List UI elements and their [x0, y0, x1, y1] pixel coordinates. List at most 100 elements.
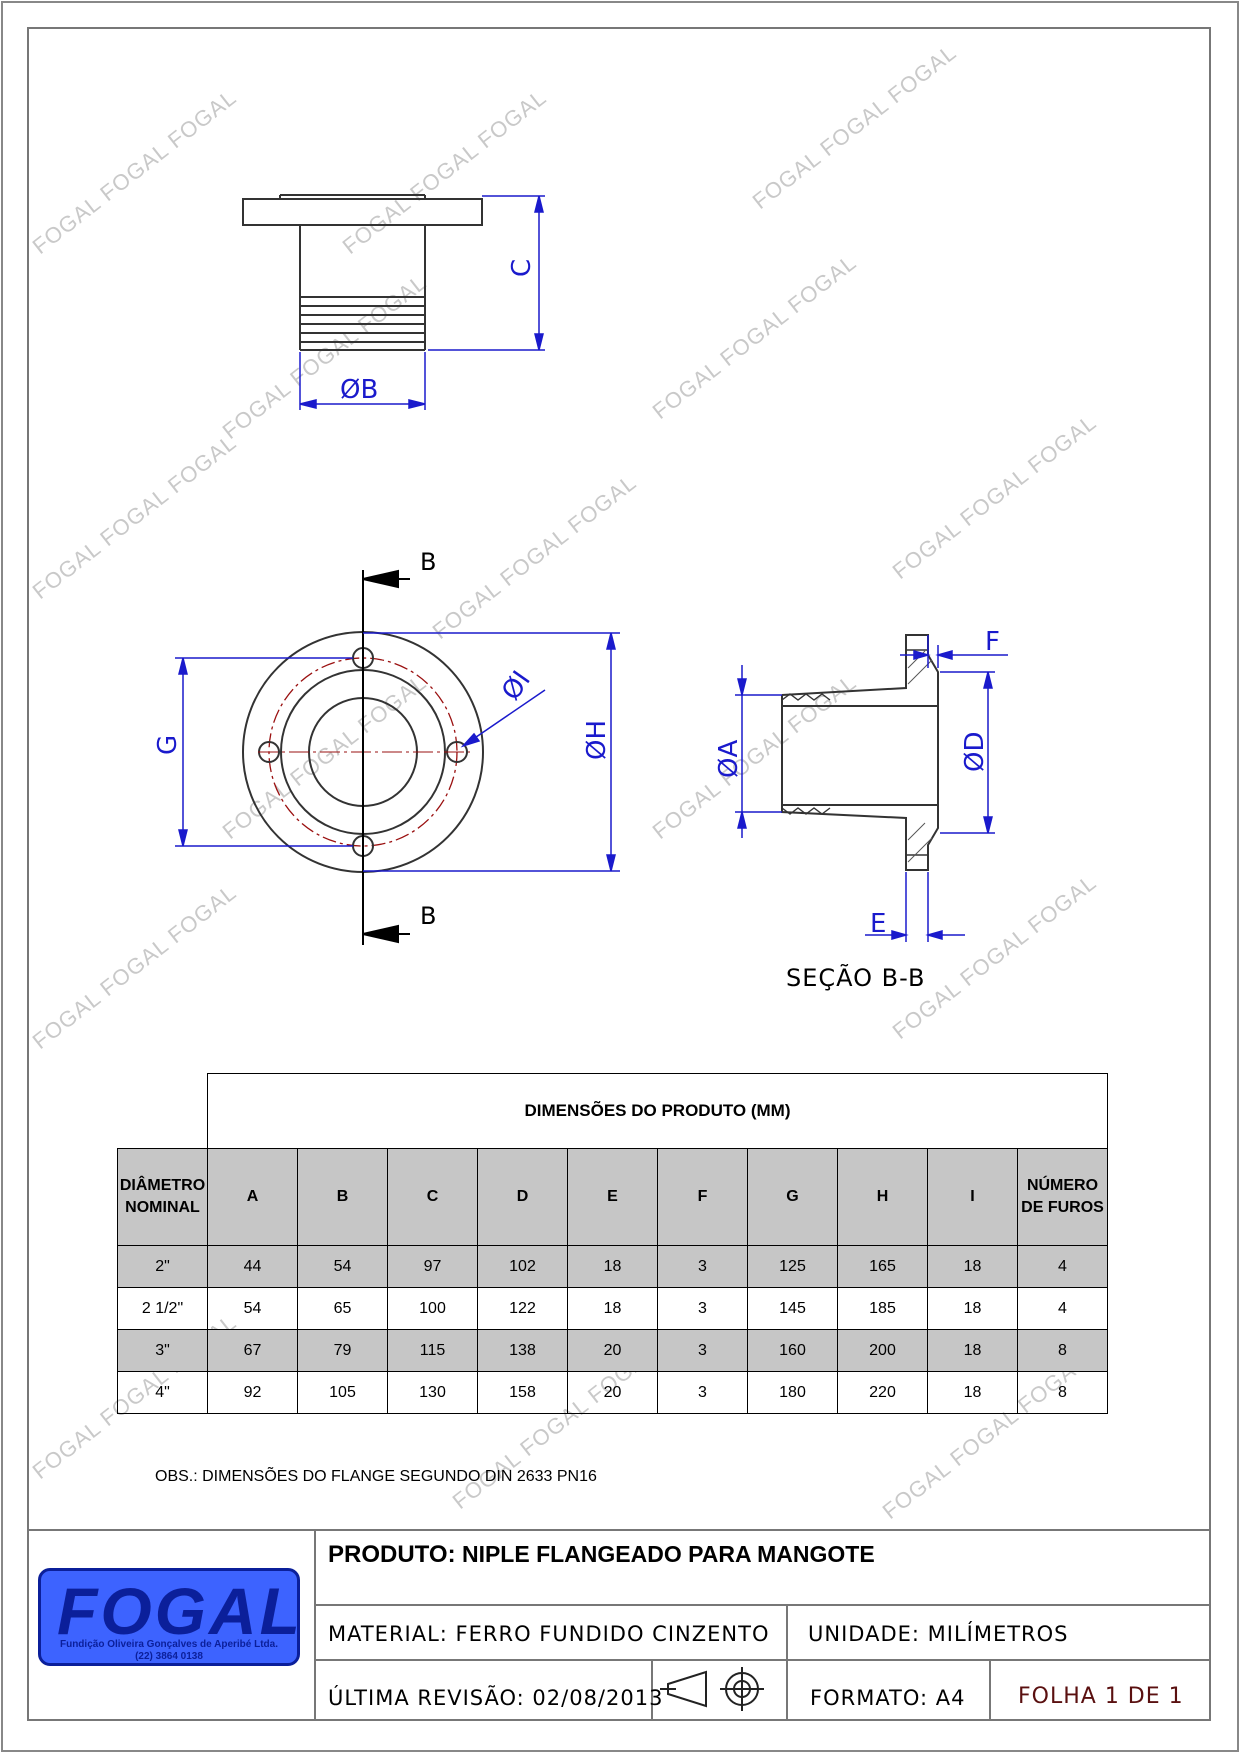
table-cell: 18 [927, 1329, 1018, 1372]
table-cell: 67 [207, 1329, 298, 1372]
table-cell: 44 [207, 1245, 298, 1288]
table-cell: 20 [567, 1371, 658, 1414]
title-block-grid [28, 1529, 1210, 1720]
column-header: A [207, 1148, 298, 1246]
watermark: FOGAL FOGAL FOGAL [888, 870, 1101, 1044]
label-d-diameter: ØD [960, 732, 990, 773]
table-cell: 97 [387, 1245, 478, 1288]
watermark: FOGAL FOGAL FOGAL [28, 880, 241, 1054]
table-cell: 54 [207, 1287, 298, 1330]
table-cell: 18 [567, 1287, 658, 1330]
column-header: H [837, 1148, 928, 1246]
dimensions-table: DIMENSÕES DO PRODUTO (MM) DIÂMETRO NOMIN… [117, 1073, 1108, 1414]
table-cell: 200 [837, 1329, 928, 1372]
label-e: E [870, 909, 886, 939]
product-value: NIPLE FLANGEADO PARA MANGOTE [461, 1541, 875, 1567]
table-cell: 145 [747, 1287, 838, 1330]
table-row: 2" 44 54 97 102 18 3 125 165 18 4 [117, 1245, 1108, 1288]
section-line [362, 569, 410, 945]
column-header: C [387, 1148, 478, 1246]
column-header: DIÂMETRO NOMINAL [117, 1148, 208, 1246]
logo-subtitle: Fundição Oliveira Gonçalves de Aperibé L… [41, 1639, 297, 1663]
dimension-g [175, 657, 353, 847]
dimension-f [900, 635, 1008, 668]
label-f: F [985, 627, 1000, 657]
table-cell: 18 [927, 1287, 1018, 1330]
watermark: FOGAL FOGAL FOGAL [28, 430, 241, 604]
table-cell: 8 [1017, 1371, 1108, 1414]
table-cell: 65 [297, 1287, 388, 1330]
section-arrow-label-top: B [420, 548, 436, 576]
watermark: FOGAL FOGAL FOGAL [748, 40, 961, 214]
table-cell: 54 [297, 1245, 388, 1288]
logo-wordmark: FOGAL [57, 1574, 303, 1648]
watermark: FOGAL FOGAL FOGAL [888, 410, 1101, 584]
table-cell: 125 [747, 1245, 838, 1288]
label-h-diameter: ØH [582, 720, 612, 760]
hatching [907, 650, 933, 863]
table-cell: 180 [747, 1371, 838, 1414]
dimension-d [940, 671, 995, 834]
label-b-diameter: ØB [340, 375, 378, 405]
table-row: 3" 67 79 115 138 20 3 160 200 18 8 [117, 1329, 1108, 1372]
format-field: FORMATO: A4 [810, 1686, 966, 1710]
table-cell: 92 [207, 1371, 298, 1414]
table-cell: 18 [927, 1245, 1018, 1288]
column-header: D [477, 1148, 568, 1246]
table-row: 2 1/2" 54 65 100 122 18 3 145 185 18 4 [117, 1287, 1108, 1330]
watermark: FOGAL FOGAL FOGAL [218, 670, 431, 844]
table-cell: 3 [657, 1287, 748, 1330]
label-c: C [507, 259, 537, 277]
dimension-i [460, 689, 546, 748]
inner-border [27, 27, 1211, 1721]
column-header: I [927, 1148, 1018, 1246]
table-cell: 3" [117, 1329, 208, 1372]
table-cell: 4 [1017, 1245, 1108, 1288]
table-cell: 220 [837, 1371, 928, 1414]
column-header: NÚMERO DE FUROS [1017, 1148, 1108, 1246]
watermark: FOGAL FOGAL FOGAL [428, 470, 641, 644]
logo-company-name: Fundição Oliveira Gonçalves de Aperibé L… [59, 1639, 279, 1650]
table-cell: 115 [387, 1329, 478, 1372]
watermark: FOGAL FOGAL FOGAL [28, 85, 241, 259]
table-cell: 130 [387, 1371, 478, 1414]
label-g: G [153, 735, 183, 755]
dimension-b [299, 352, 426, 410]
unit-field: UNIDADE: MILÍMETROS [808, 1622, 1069, 1646]
table-cell: 4 [1017, 1287, 1108, 1330]
dimension-c [428, 195, 545, 351]
table-cell: 2 1/2" [117, 1287, 208, 1330]
column-header: B [297, 1148, 388, 1246]
section-arrow-label-bottom: B [420, 902, 436, 930]
table-cell: 20 [567, 1329, 658, 1372]
table-title: DIMENSÕES DO PRODUTO (MM) [207, 1073, 1108, 1149]
dimension-h [363, 632, 620, 872]
section-title: SEÇÃO B-B [786, 962, 925, 992]
label-a-diameter: ØA [714, 740, 744, 778]
table-cell: 100 [387, 1287, 478, 1330]
product-label: PRODUTO: [328, 1541, 456, 1568]
material-field: MATERIAL: FERRO FUNDIDO CINZENTO [328, 1622, 770, 1646]
table-cell: 158 [477, 1371, 568, 1414]
company-logo: FOGAL Fundição Oliveira Gonçalves de Ape… [38, 1568, 300, 1666]
table-cell: 2" [117, 1245, 208, 1288]
table-cell: 160 [747, 1329, 838, 1372]
section-view [781, 634, 939, 871]
table-cell: 165 [837, 1245, 928, 1288]
table-cell: 3 [657, 1329, 748, 1372]
sheet-number: FOLHA 1 DE 1 [1018, 1684, 1184, 1709]
column-header: F [657, 1148, 748, 1246]
table-cell: 79 [297, 1329, 388, 1372]
table-cell: 185 [837, 1287, 928, 1330]
table-cell: 18 [567, 1245, 658, 1288]
table-cell: 8 [1017, 1329, 1108, 1372]
observation-note: OBS.: DIMENSÕES DO FLANGE SEGUNDO DIN 26… [155, 1468, 597, 1485]
table-corner [117, 1073, 208, 1149]
table-cell: 4" [117, 1371, 208, 1414]
watermark: FOGAL FOGAL FOGAL [648, 250, 861, 424]
table-cell: 138 [477, 1329, 568, 1372]
column-header: G [747, 1148, 838, 1246]
side-view [242, 194, 483, 351]
